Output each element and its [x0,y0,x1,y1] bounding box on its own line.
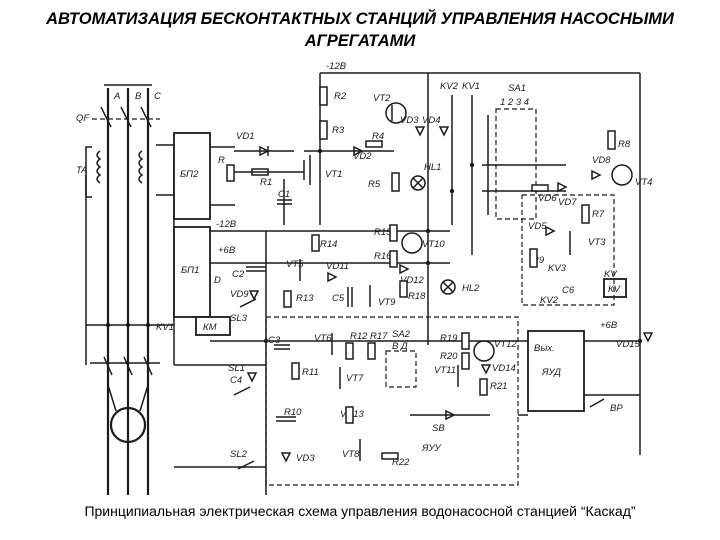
label-kv1-top: KV1 [462,81,480,92]
label-r-bp2: R [218,155,225,166]
sensor-circuit: VD1 R1 C1 VD2 VT1 R2 R3 R4 R5 VT2 VD3 VD… [234,86,450,225]
label-c6: C6 [562,285,575,296]
label-vt1: VT1 [325,169,342,180]
figure-caption: Принципиальная электрическая схема управ… [84,503,636,519]
label-r15: R15 [374,227,392,238]
logic-section: R14 R15 VT10 R16 VT5 VD11 VD12 R13 C5 VT… [214,224,480,495]
block-yaud: ЯУД [541,367,561,378]
power-supply-blocks: БП2 БП1 КМ KV1 R [156,132,235,336]
label-vd14: VD14 [492,363,516,374]
label-r20: R20 [440,351,458,362]
label-r9: R9 [532,255,545,266]
phase-label-a: A [113,91,120,102]
supply-plus6-left: +6В [218,245,236,256]
block-kv: КV [608,284,622,295]
label-sa2: SA2 [392,329,411,340]
label-vt4: VT4 [635,177,652,188]
block-out: Вых. [534,343,555,354]
label-vt12: VT12 [494,339,517,350]
label-vd7: VD7 [558,197,577,208]
label-sb-button: ВР [610,403,623,414]
label-vd13: SB [432,423,445,434]
label-sa1: SA1 [508,83,526,94]
label-vd8: VD8 [592,155,611,166]
label-r5: R5 [368,179,381,190]
label-c3: C3 [268,335,281,346]
label-r21: R21 [490,381,507,392]
label-r16: R16 [374,251,392,262]
label-c5: C5 [332,293,345,304]
label-vt7: VT7 [346,373,364,384]
control-switch-section: KV2 KV1 SA1 1 2 3 4 R8 VD8 VT4 VD6 VD7 R… [440,81,652,306]
label-vd12: VD12 [400,275,424,286]
label-vd5: VD5 [528,221,547,232]
label-hl1: HL1 [424,162,441,173]
label-r13: R13 [296,293,314,304]
label-vd1: VD1 [236,131,254,142]
label-vt5: VT5 [286,259,304,270]
label-r11: R11 [302,367,319,378]
level-switches: SL1 C4 SL2 [174,363,266,470]
label-vt3: VT3 [588,237,606,248]
label-kv2-bottom: KV2 [540,295,559,306]
label-sa2-pos: В Д [392,341,408,352]
block-km: КМ [203,322,217,333]
power-section: A B C QF TA [76,84,175,495]
label-vd3-top: VD3 [400,115,419,126]
label-vt10: VT10 [422,239,445,250]
label-hl2: HL2 [462,283,480,294]
label-r12: R12 [350,331,368,342]
label-r7: R7 [592,209,605,220]
phase-label-b: B [135,91,142,102]
label-kv3: KV3 [548,263,567,274]
block-yauu: ЯУУ [421,443,442,454]
label-vd4: VD4 [422,115,440,126]
label-vd11: VD11 [326,261,349,272]
label-r1: R1 [260,177,272,188]
label-vt8: VT8 [342,449,360,460]
label-sl1: C4 [230,375,242,386]
block-bp2: БП2 [180,169,199,180]
block-bp1: БП1 [181,265,199,276]
label-sa1-pos: 1 2 3 4 [500,97,529,108]
label-kv-small: KV [604,269,618,280]
label-vt2: VT2 [373,93,391,104]
label-c4: R10 [284,407,302,418]
label-c2: C2 [232,269,245,280]
label-kv1-left: KV1 [156,322,174,333]
label-r3: R3 [332,125,345,136]
label-r14: R14 [320,239,337,250]
label-r22: R22 [392,457,410,468]
label-vt6: VT6 [314,333,332,344]
label-vt11: VT11 [434,365,456,376]
supply-minus12-mid: -12В [216,219,237,230]
phase-label-c: C [154,91,161,102]
label-vd10: SL1 [228,363,245,374]
output-block-section: Вых. ЯУД VD15 SL2 ВР [518,330,654,416]
supply-minus12-top: -12В [326,61,347,72]
slide-title: АВТОМАТИЗАЦИЯ БЕСКОНТАКТНЫХ СТАНЦИЙ УПРА… [46,10,674,50]
junction-dots [105,148,643,344]
label-vt9: VT9 [378,297,396,308]
label-vd6: VD6 [538,193,557,204]
label-r18: R18 [408,291,426,302]
output-section: C3 VT6 R12 R17 SA2 В Д R19 VT12 R20 VD14… [265,316,519,486]
label-qf: QF [76,113,90,124]
label-ta: TA [76,165,87,176]
label-r19: R19 [440,333,458,344]
supply-plus6-right: +6В [600,320,618,331]
label-vd9: VD9 [230,289,249,300]
label-r17: R17 [370,331,388,342]
label-sl2: SL2 [230,449,248,460]
label-vd15: VD15 [616,339,640,350]
label-r2: R2 [334,91,347,102]
label-r4: R4 [372,131,384,142]
label-kv2-top: KV2 [440,81,459,92]
pump-station-circuit-diagram: A B C QF TA БП2 БП1 [76,61,654,495]
label-sl3: SL3 [230,313,248,324]
label-d: D [214,275,221,286]
label-vd3-bottom: VD3 [296,453,315,464]
label-vd2: VD2 [353,151,372,162]
label-r8: R8 [618,139,631,150]
